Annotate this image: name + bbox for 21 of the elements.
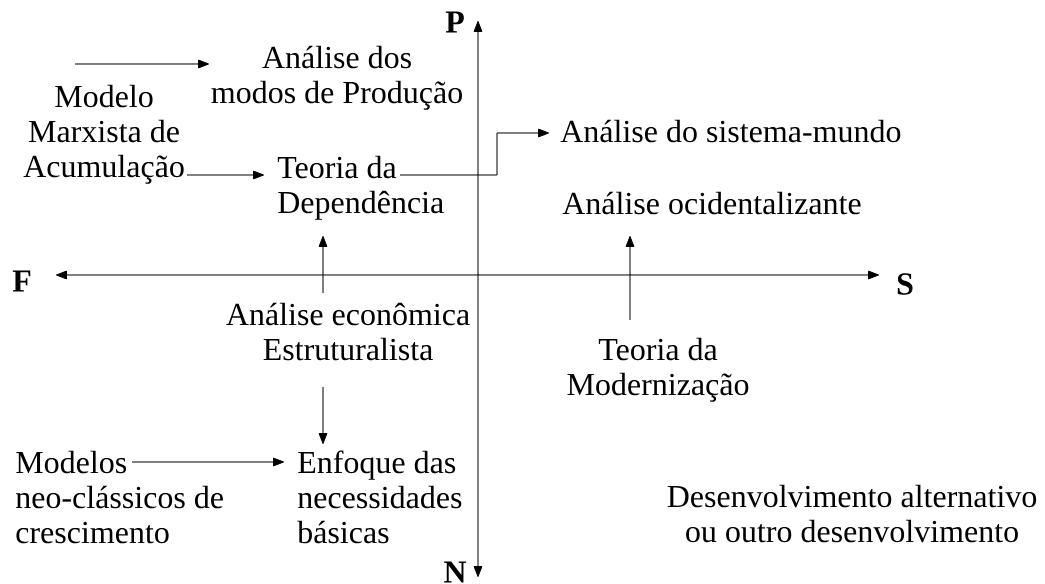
- text-label: Modelo Marxista de Acumulação: [23, 84, 184, 184]
- text-label: Enfoque das necessidades básicas: [297, 450, 462, 544]
- text-label: Desenvolvimento alternativo ou outro desenvolvimento: [667, 484, 1037, 543]
- axis-label: F: [12, 270, 31, 292]
- arrow: [318, 235, 328, 294]
- text-label: Teoria da Modernização: [567, 337, 749, 402]
- text-label: Análise dos modos de Produção: [211, 45, 462, 110]
- arrow: [74, 59, 210, 69]
- arrow: [186, 170, 265, 180]
- arrow: [399, 128, 550, 176]
- axis-label: P: [445, 11, 464, 33]
- axis-label: N: [444, 561, 467, 583]
- axis-label: S: [897, 273, 913, 295]
- text-label: Modelos neo-clássicos de crescimento: [15, 450, 223, 544]
- arrow: [625, 235, 635, 321]
- text-label: Teoria da Dependência: [277, 155, 444, 220]
- arrow: [131, 457, 285, 467]
- arrow: [318, 386, 328, 445]
- text-label: Análise ocidentalizante: [562, 191, 861, 215]
- text-label: Análise do sistema-mundo: [560, 119, 901, 143]
- text-label: Análise econômica Estruturalista: [226, 302, 470, 361]
